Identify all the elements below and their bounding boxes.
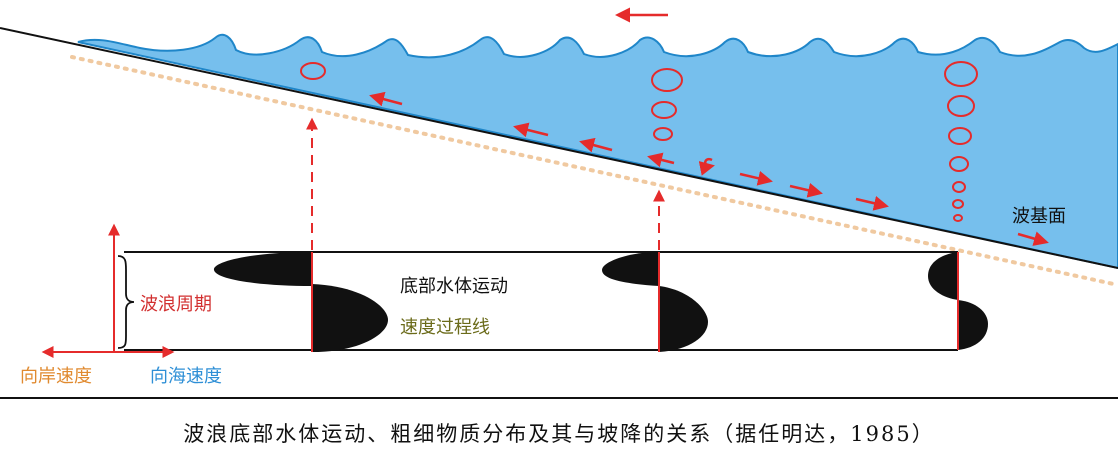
wave-base-label: 波基面	[1012, 206, 1066, 227]
wave-bottom-motion-diagram: 波基面 底部水体运动 速度过程线 波浪周期 向岸速度 向海速度	[0, 7, 1118, 399]
bottom-motion-label: 底部水体运动	[400, 276, 508, 297]
figure-caption: 波浪底部水体运动、粗细物质分布及其与坡降的关系（据任明达，1985）	[183, 422, 935, 446]
onshore-velocity-label: 向岸速度	[20, 366, 92, 387]
velocity-curve-5	[928, 252, 958, 300]
seabed-slope-line	[0, 27, 1118, 269]
velocity-axis-marks	[311, 252, 959, 352]
water-body	[77, 33, 1118, 270]
velocity-curve-1	[213, 252, 312, 286]
velocity-curve-label: 速度过程线	[400, 317, 490, 338]
velocity-curve-4	[659, 286, 708, 352]
dashed-vertical-arrows	[306, 117, 665, 250]
offshore-velocity-label: 向海速度	[150, 366, 222, 387]
velocity-curve-2	[312, 284, 388, 352]
wave-base-dotted-line	[70, 55, 1118, 287]
orbital-circles	[300, 61, 978, 222]
velocity-curves	[213, 252, 988, 352]
wave-period-label: 波浪周期	[140, 294, 212, 315]
velocity-curve-3	[602, 252, 659, 286]
period-brace	[117, 255, 135, 349]
bottom-flow-arrows	[369, 91, 1049, 246]
velocity-curve-6	[958, 300, 988, 350]
